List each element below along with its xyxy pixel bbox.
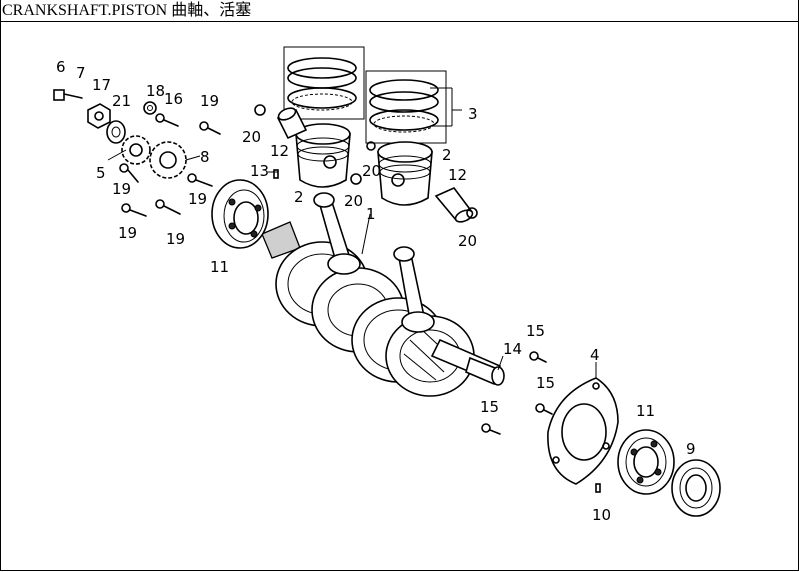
pin-10: [595, 483, 601, 493]
callout-11: 11: [210, 258, 229, 276]
callout-20: 20: [242, 128, 261, 146]
callout-15: 15: [480, 398, 499, 416]
callout-16: 16: [164, 90, 183, 108]
bolt-19: [199, 121, 221, 135]
title-bar: CRANKSHAFT.PISTON 曲軸、活塞: [0, 0, 799, 22]
bolt-15: [481, 423, 501, 435]
leader-lines: [107, 149, 597, 378]
oil-seal: [671, 459, 721, 517]
washer-small: [143, 101, 157, 115]
callout-19: 19: [188, 190, 207, 208]
callout-20: 20: [362, 162, 381, 180]
bearing-left: [211, 179, 269, 249]
callout-19: 19: [166, 230, 185, 248]
circlip: [466, 207, 478, 219]
callout-2: 2: [442, 146, 452, 164]
circlip: [350, 173, 362, 185]
callout-1: 1: [366, 205, 376, 223]
bolt-19: [155, 199, 181, 215]
page-title: CRANKSHAFT.PISTON 曲軸、活塞: [2, 2, 252, 19]
callout-15: 15: [526, 322, 545, 340]
callout-12: 12: [270, 142, 289, 160]
bolt-19: [187, 173, 213, 187]
callout-21: 21: [112, 92, 131, 110]
callout-5: 5: [96, 164, 106, 182]
callout-12: 12: [448, 166, 467, 184]
nut: [87, 103, 111, 129]
piston-ring-set-right: [365, 70, 447, 144]
piston-pin-right: [434, 187, 474, 223]
callout-4: 4: [590, 346, 600, 364]
bolt-19: [119, 163, 139, 183]
exploded-parts-diagram: 1 2 2 3 4 5 6 7 8 9 10 11 11 12 12 13 14…: [53, 46, 721, 524]
callout-10: 10: [592, 506, 611, 524]
callout-2: 2: [294, 188, 304, 206]
callout-20: 20: [344, 192, 363, 210]
callout-8: 8: [200, 148, 210, 166]
bearing-right: [617, 429, 675, 495]
bolt-15: [535, 403, 553, 415]
callout-19: 19: [200, 92, 219, 110]
circlip: [254, 104, 266, 116]
bolt-15: [529, 351, 547, 363]
connecting-rod-right: [393, 246, 435, 333]
callout-labels: 1 2 2 3 4 5 6 7 8 9 10 11 11 12 12 13 14…: [56, 58, 696, 524]
bearing-plate: [547, 377, 619, 485]
callout-17: 17: [92, 76, 111, 94]
connecting-rod-left: [313, 192, 361, 275]
circlip: [366, 141, 376, 151]
callout-11: 11: [636, 402, 655, 420]
callout-13: 13: [250, 162, 269, 180]
callout-9: 9: [686, 440, 696, 458]
callout-19: 19: [118, 224, 137, 242]
callout-7: 7: [76, 64, 86, 82]
callout-3: 3: [468, 105, 478, 123]
callout-19: 19: [112, 180, 131, 198]
piston-left: [295, 123, 351, 188]
callout-14: 14: [503, 340, 522, 358]
callout-18: 18: [146, 82, 165, 100]
pin-13: [273, 169, 279, 179]
piston-ring-set-left: [283, 46, 365, 120]
bolt-19: [121, 203, 147, 217]
bolt-6: [53, 89, 83, 101]
bolt-16: [155, 113, 179, 127]
washer: [106, 120, 126, 144]
gear-large: [149, 141, 187, 179]
gear-small: [121, 135, 151, 165]
callout-6: 6: [56, 58, 66, 76]
callout-20: 20: [458, 232, 477, 250]
piston-right: [377, 141, 433, 206]
callout-15: 15: [536, 374, 555, 392]
piston-pin-left: [276, 107, 308, 140]
